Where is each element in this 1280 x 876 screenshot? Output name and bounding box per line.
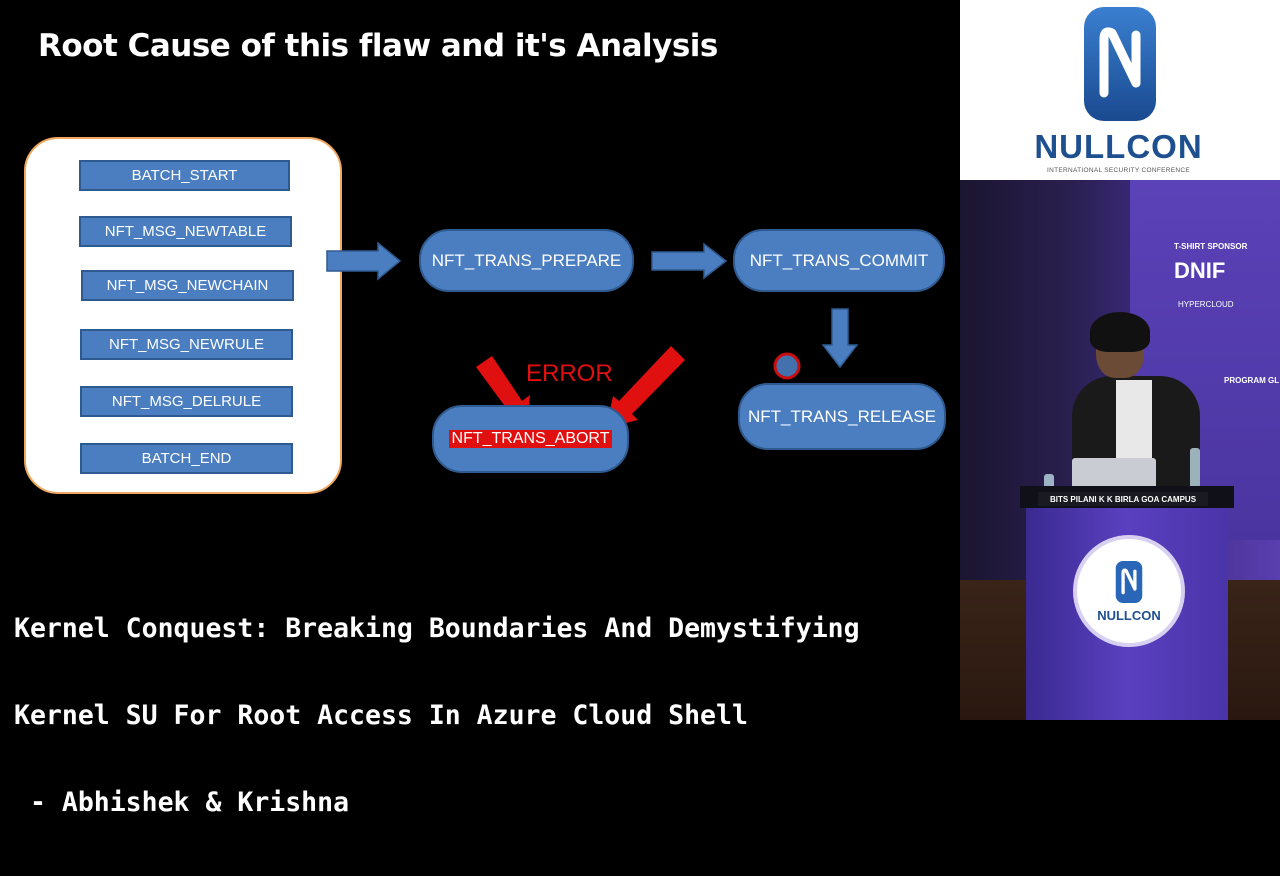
sponsor-heading: T-SHIRT SPONSOR (1174, 242, 1248, 251)
slide-title: Root Cause of this flaw and it's Analysi… (38, 28, 718, 64)
sponsor-sub: HYPERCLOUD (1178, 300, 1234, 309)
error-marker-dot (773, 352, 801, 380)
msg-batch-end: BATCH_END (80, 443, 293, 474)
nullcon-logo-panel: NULLCON INTERNATIONAL SECURITY CONFERENC… (960, 0, 1280, 180)
arrow-prepare-to-commit (651, 242, 728, 280)
speaker-hair (1090, 312, 1150, 352)
podium-badge: NULLCON (1073, 535, 1185, 647)
logo-wordmark: NULLCON (1034, 128, 1203, 165)
batch-messages-panel: BATCH_START NFT_MSG_NEWTABLE NFT_MSG_NEW… (24, 137, 342, 494)
logo-tagline: INTERNATIONAL SECURITY CONFERENCE (1046, 167, 1191, 174)
state-commit: NFT_TRANS_COMMIT (733, 229, 945, 292)
flow-arrows (326, 241, 859, 429)
laptop (1072, 458, 1156, 490)
msg-newchain: NFT_MSG_NEWCHAIN (81, 270, 294, 301)
state-release: NFT_TRANS_RELEASE (738, 383, 946, 450)
msg-delrule: NFT_MSG_DELRULE (80, 386, 293, 417)
banner-line-2: Kernel SU For Root Access In Azure Cloud… (14, 700, 748, 731)
banner-line-1: Kernel Conquest: Breaking Boundaries And… (14, 613, 860, 644)
podium-badge-text: NULLCON (1097, 607, 1161, 623)
error-label: ERROR (526, 360, 613, 387)
msg-newtable: NFT_MSG_NEWTABLE (79, 216, 292, 247)
state-abort: NFT_TRANS_ABORT (432, 405, 629, 473)
podium-logo-icon (1115, 560, 1143, 603)
error-arrow-right (606, 346, 685, 428)
talk-title-banner: Kernel Conquest: Breaking Boundaries And… (14, 556, 860, 875)
state-prepare: NFT_TRANS_PREPARE (419, 229, 634, 292)
arrow-batch-to-prepare (326, 241, 402, 281)
arrow-commit-to-release (821, 308, 859, 369)
program-label: PROGRAM GL (1224, 376, 1280, 385)
podium-plate: BITS PILANI K K BIRLA GOA CAMPUS (1038, 492, 1208, 506)
msg-newrule: NFT_MSG_NEWRULE (80, 329, 293, 360)
water-bottle-right (1190, 448, 1200, 488)
speaker-video: T-SHIRT SPONSOR DNIF HYPERCLOUD PROGRAM … (960, 180, 1280, 720)
speaker-shirt (1116, 380, 1152, 470)
msg-batch-start: BATCH_START (79, 160, 290, 191)
banner-line-3: - Abhishek & Krishna (14, 787, 350, 818)
presentation-slide: Root Cause of this flaw and it's Analysi… (14, 28, 946, 817)
sponsor-name: DNIF (1174, 258, 1226, 283)
nullcon-logo-icon (1084, 7, 1156, 121)
abort-label: NFT_TRANS_ABORT (448, 430, 613, 448)
